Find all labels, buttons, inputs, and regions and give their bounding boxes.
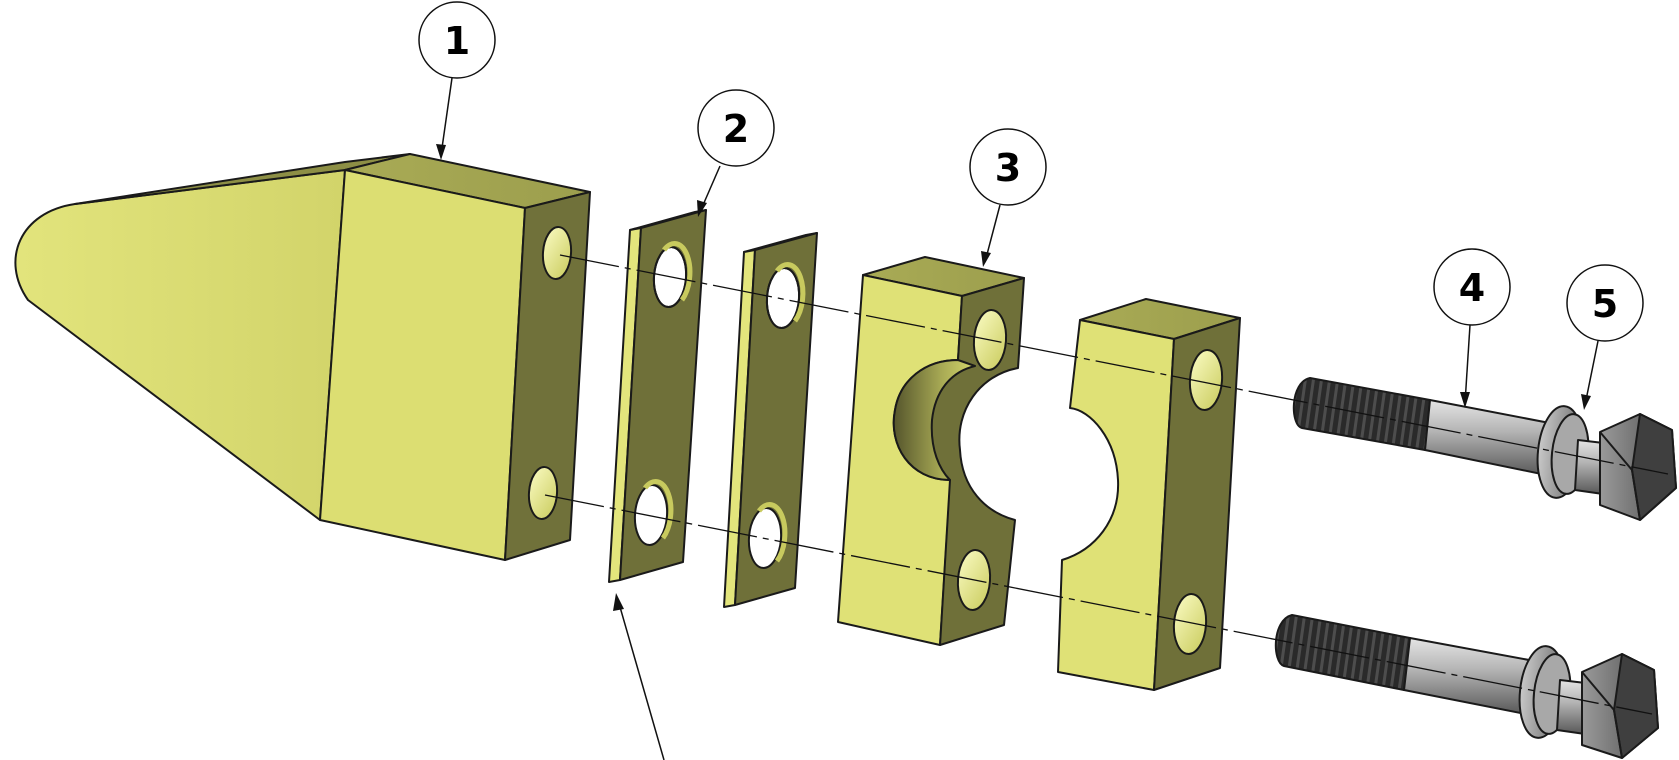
balloon-1: 1 (418, 1, 496, 160)
main-block (14, 153, 591, 561)
balloon-5-label: 5 (1592, 282, 1618, 326)
bolt-head-copy (1556, 653, 1659, 759)
lower-centerline (544, 494, 1653, 715)
upper-centerline (559, 254, 1669, 475)
spacer-plate-copy (723, 232, 818, 608)
spacer-plate (608, 209, 707, 583)
bolt (1292, 377, 1561, 478)
balloon-3: 3 (969, 128, 1047, 267)
balloon-3-label: 3 (995, 146, 1021, 190)
balloon-2-label: 2 (723, 107, 749, 151)
clamp-half (837, 256, 1025, 646)
balloon-4: 4 (1433, 248, 1511, 408)
balloon-2: 2 (697, 89, 775, 217)
balloon-4-label: 4 (1459, 266, 1485, 310)
bolt-head (1574, 413, 1677, 521)
leader-offpage (613, 593, 665, 760)
balloon-5: 5 (1566, 264, 1644, 410)
balloon-1-label: 1 (444, 19, 470, 63)
centerlines (544, 254, 1669, 715)
clamp-half-copy (1057, 298, 1241, 691)
